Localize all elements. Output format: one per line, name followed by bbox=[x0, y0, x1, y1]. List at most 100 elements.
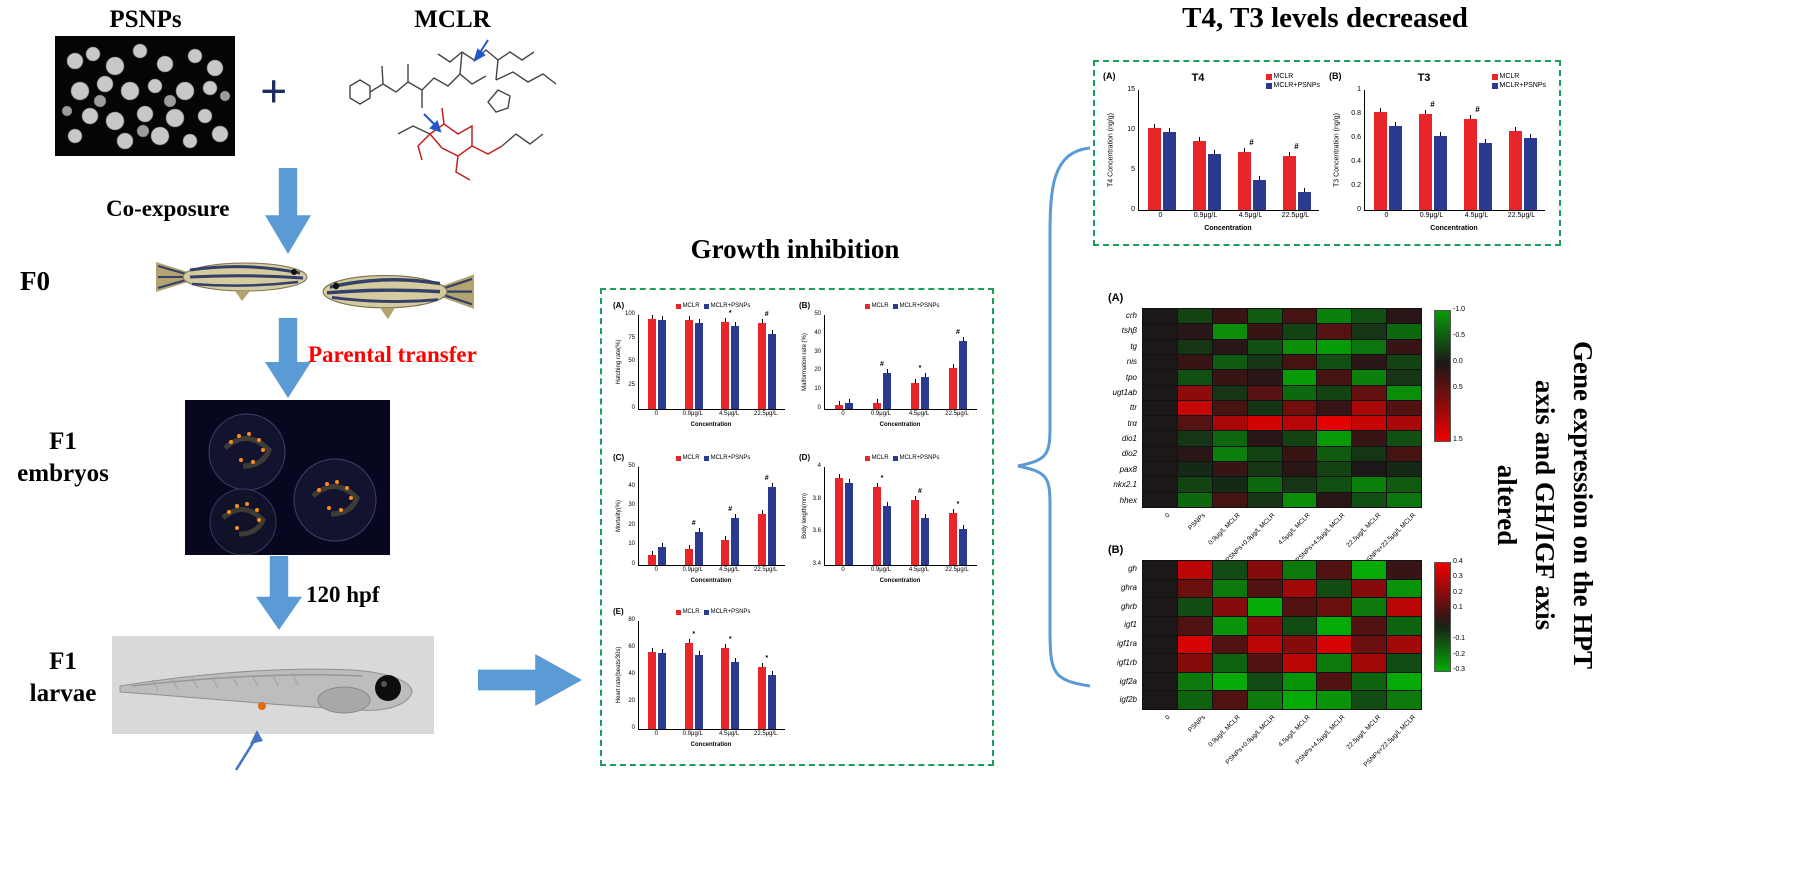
heatmap-cell bbox=[1317, 616, 1352, 635]
legend-swatch bbox=[864, 455, 870, 461]
colorbar-tick: -1.0 bbox=[1453, 306, 1466, 313]
bar bbox=[949, 363, 957, 409]
heatmap-cell bbox=[1177, 492, 1212, 507]
bar bbox=[1478, 138, 1492, 210]
bar-group bbox=[825, 315, 863, 409]
error-bar bbox=[1214, 150, 1215, 154]
y-tick-label: 5 bbox=[1131, 165, 1135, 173]
heatmap-cell bbox=[1247, 635, 1282, 654]
heatmap-cell bbox=[1317, 324, 1352, 339]
x-axis-label: Concentration bbox=[879, 422, 921, 428]
gene-label: ghrb bbox=[1120, 601, 1137, 611]
heatmap-cell bbox=[1143, 654, 1177, 672]
error-bar bbox=[963, 525, 964, 530]
colorbar bbox=[1434, 562, 1451, 672]
heatmap-cell bbox=[1143, 462, 1177, 477]
error-bar bbox=[725, 535, 727, 540]
heatmap-cell bbox=[1143, 339, 1177, 354]
heatmap-cell bbox=[1177, 416, 1212, 431]
bar bbox=[883, 502, 891, 565]
gene-label: tshβ bbox=[1121, 326, 1137, 336]
y-tick-label: 20 bbox=[814, 367, 821, 374]
heatmap-cell bbox=[1212, 635, 1247, 654]
y-tick-label: 25 bbox=[628, 381, 635, 388]
error-bar bbox=[761, 510, 763, 515]
heatmap-cell bbox=[1317, 635, 1352, 654]
legend-swatch bbox=[703, 303, 709, 309]
heatmap-cell bbox=[1387, 672, 1421, 691]
panel-label: (A) bbox=[613, 301, 625, 310]
heatmap-cell bbox=[1212, 598, 1247, 616]
bar bbox=[731, 322, 740, 409]
error-bar bbox=[887, 502, 888, 507]
heatmap-x-label: PSNPs+0.9μg/L MCLR bbox=[1225, 712, 1282, 766]
legend-swatch bbox=[1265, 73, 1272, 80]
bar bbox=[684, 638, 693, 729]
heatmap-cell bbox=[1143, 598, 1177, 616]
bar bbox=[1207, 150, 1221, 210]
heatmap-cell bbox=[1143, 691, 1177, 709]
x-tick-label: 0.9μg/L bbox=[682, 731, 703, 737]
legend-label: MCLR+PSNPs bbox=[899, 303, 940, 309]
chemical-structure-graphic bbox=[349, 39, 557, 181]
heatmap-cell bbox=[1317, 400, 1352, 416]
heatmap-cell bbox=[1177, 462, 1212, 477]
x-tick-label: 4.5μg/L bbox=[1464, 212, 1489, 219]
legend-label: MCLR+PSNPs bbox=[710, 609, 751, 615]
heatmap-cell bbox=[1177, 446, 1212, 462]
x-axis-label: Concentration bbox=[879, 578, 921, 584]
x-tick-label: 22.5μg/L bbox=[945, 411, 969, 417]
heatmap-cell bbox=[1282, 462, 1317, 477]
heatmap-cell bbox=[1143, 579, 1177, 598]
error-bar bbox=[953, 363, 954, 368]
bar-group bbox=[1184, 90, 1229, 210]
significance-marker: # bbox=[918, 487, 922, 495]
error-bar bbox=[915, 495, 916, 500]
heatmap-cell bbox=[1352, 654, 1387, 672]
heatmap-cell bbox=[1212, 400, 1247, 416]
error-bar bbox=[1470, 114, 1471, 119]
heatmap-cell bbox=[1247, 446, 1282, 462]
significance-marker: * bbox=[918, 365, 922, 373]
heatmap-cell bbox=[1352, 616, 1387, 635]
heatmap-cell bbox=[1247, 309, 1282, 324]
heatmap-cell bbox=[1177, 400, 1212, 416]
bar bbox=[1463, 114, 1477, 210]
heatmap-cell bbox=[1387, 561, 1421, 579]
x-axis-label: Concentration bbox=[1430, 225, 1478, 232]
heatmap-cell bbox=[1212, 339, 1247, 354]
legend-label: MCLR bbox=[682, 303, 700, 309]
heatmap-cell bbox=[1177, 561, 1212, 579]
heatmap-cell bbox=[1387, 324, 1421, 339]
psnps-sem-image bbox=[55, 36, 235, 156]
heatmap-cell bbox=[1247, 477, 1282, 492]
heatmap-cell bbox=[1247, 654, 1282, 672]
heatmap-cell bbox=[1352, 324, 1387, 339]
legend-swatch bbox=[703, 455, 709, 461]
heatmap-x-label-text: 0.9μg/L MCLR bbox=[1207, 512, 1242, 547]
parental-transfer-label: Parental transfer bbox=[308, 342, 477, 367]
y-tick-label: 40 bbox=[628, 482, 635, 489]
heatmap-cell bbox=[1387, 598, 1421, 616]
x-tick-label: 0 bbox=[1384, 212, 1389, 219]
heatmap-x-label-text: 0 bbox=[1164, 714, 1172, 722]
legend-label: MCLR bbox=[682, 455, 700, 461]
heatmap-cell bbox=[1143, 477, 1177, 492]
heatmap-cell bbox=[1282, 324, 1317, 339]
legend-swatch bbox=[864, 303, 870, 309]
x-tick-label: 0.9μg/L bbox=[870, 567, 892, 573]
y-tick-label: 50 bbox=[628, 463, 635, 469]
significance-marker: # bbox=[1294, 141, 1299, 151]
x-tick-label: 0.9μg/L bbox=[870, 411, 892, 417]
gene-label: tg bbox=[1130, 341, 1137, 351]
bar bbox=[1282, 151, 1296, 210]
heatmap-cell bbox=[1387, 691, 1421, 709]
bar bbox=[873, 399, 881, 409]
heatmap-x-label: PSNPs+4.5μg/L MCLR bbox=[1295, 712, 1352, 766]
heatmap-cell bbox=[1352, 477, 1387, 492]
error-bar bbox=[662, 315, 664, 320]
bar-group: # bbox=[676, 467, 713, 565]
bar bbox=[757, 662, 766, 729]
heatmap-cell bbox=[1387, 635, 1421, 654]
panel-label: (A) bbox=[1103, 71, 1116, 81]
